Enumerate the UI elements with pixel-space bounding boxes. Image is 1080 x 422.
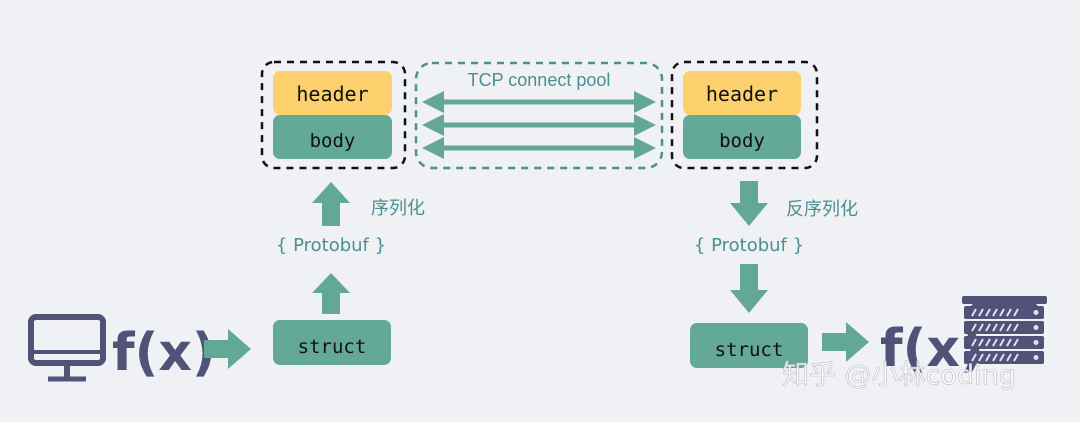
server-message: header body xyxy=(670,60,819,170)
client-call-arrow xyxy=(204,329,251,369)
server-rack-icon xyxy=(962,296,1047,364)
client-body-label: body xyxy=(310,130,356,152)
client-struct-label: struct xyxy=(298,336,367,358)
server-protobuf-label: { Protobuf } xyxy=(694,235,804,256)
client-function-label: f(x) xyxy=(112,323,216,383)
serialize-label: 序列化 xyxy=(371,198,425,219)
monitor-icon xyxy=(28,314,106,382)
server-body-box xyxy=(683,115,801,159)
server-call-arrow xyxy=(822,322,869,362)
client-body-box xyxy=(273,115,392,159)
watermark: 知乎 @小林coding xyxy=(782,360,1016,391)
server-body-label: body xyxy=(719,130,765,152)
deserialize-label: 反序列化 xyxy=(786,199,858,220)
tcp-connect-pool-label: TCP connect pool xyxy=(468,70,611,90)
server-struct-down-arrow xyxy=(730,264,768,313)
client-header-box xyxy=(273,71,392,115)
connection-line-1 xyxy=(422,91,656,113)
tcp-connect-pool: TCP connect pool xyxy=(414,61,664,170)
connection-line-2 xyxy=(422,114,656,136)
client-header-label: header xyxy=(296,82,368,106)
client-message: header body xyxy=(260,60,407,170)
client-protobuf-label: { Protobuf } xyxy=(276,235,386,256)
connection-line-3 xyxy=(422,137,656,159)
client-struct-up-arrow xyxy=(312,273,350,314)
server-header-label: header xyxy=(706,82,778,106)
server-header-box xyxy=(683,71,801,115)
deserialize-arrow xyxy=(730,181,768,226)
server-struct-label: struct xyxy=(715,339,784,361)
server-struct-box xyxy=(690,323,808,368)
serialize-arrow xyxy=(312,182,350,226)
client-struct-box xyxy=(273,320,391,365)
